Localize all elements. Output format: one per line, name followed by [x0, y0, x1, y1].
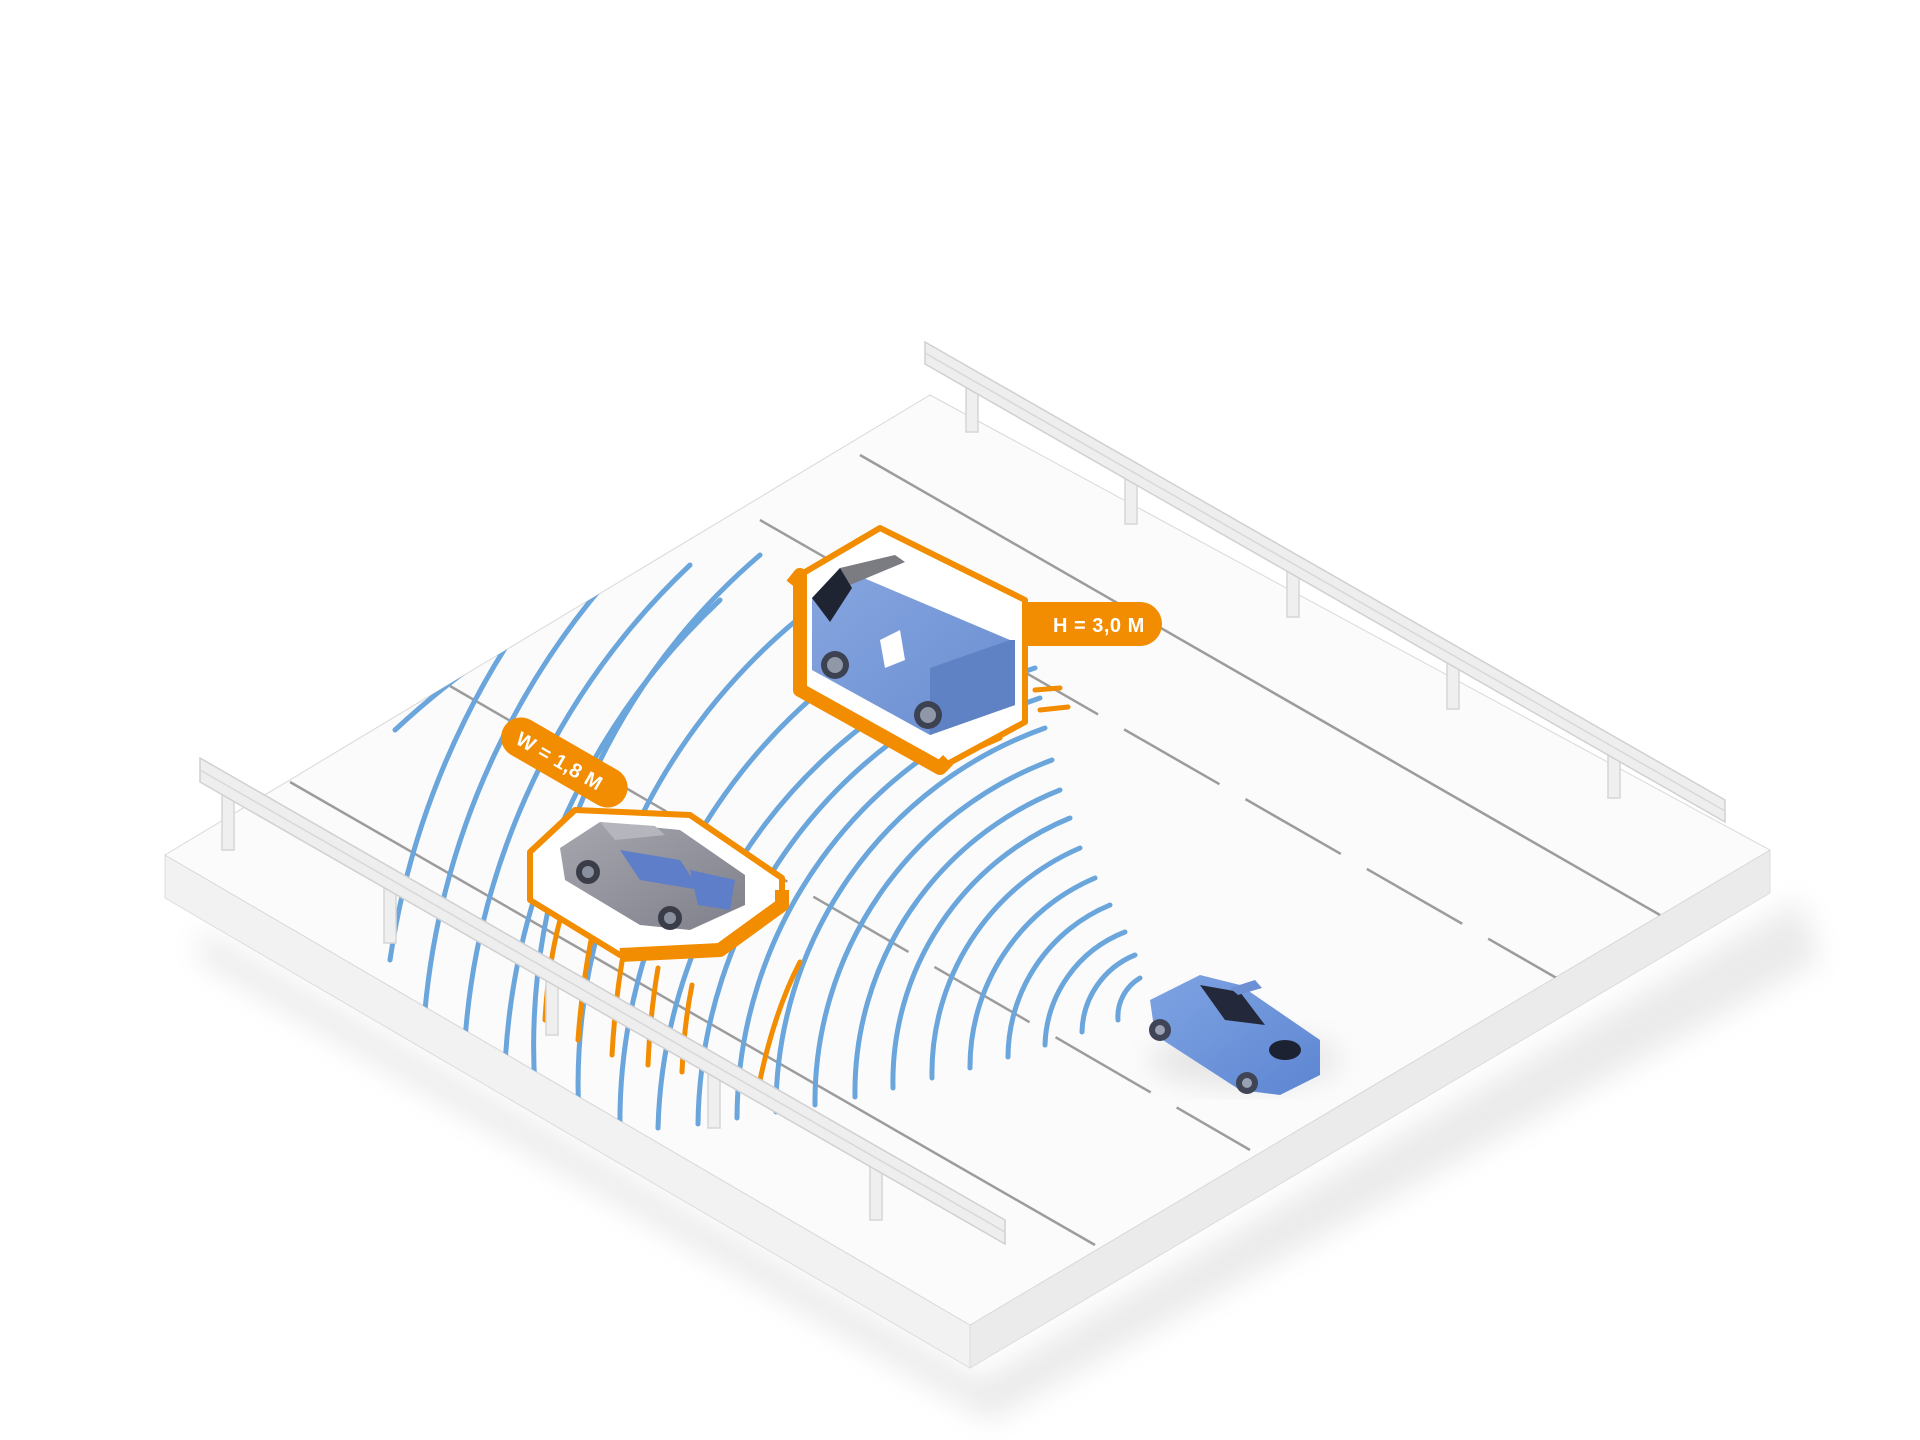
guard-rail-right	[924, 340, 1726, 824]
rail-posts	[965, 379, 1621, 799]
guard-rail-left	[199, 756, 1006, 1246]
grey-hatchback	[560, 822, 745, 930]
detected-van: H = 3,0 M	[786, 525, 1162, 775]
platform-top	[164, 394, 1772, 1326]
van-vehicle	[812, 555, 1015, 735]
lane-edge-line-right	[859, 453, 1661, 917]
ego-vehicle	[1149, 975, 1340, 1095]
van-height-text: H = 3,0 M	[1053, 615, 1145, 637]
van-height-label: H = 3,0 M	[1025, 602, 1162, 646]
road-platform	[164, 394, 1772, 1369]
detected-car: W = 1,8 M	[501, 717, 789, 962]
lane-edge-line-left	[289, 780, 1096, 1247]
